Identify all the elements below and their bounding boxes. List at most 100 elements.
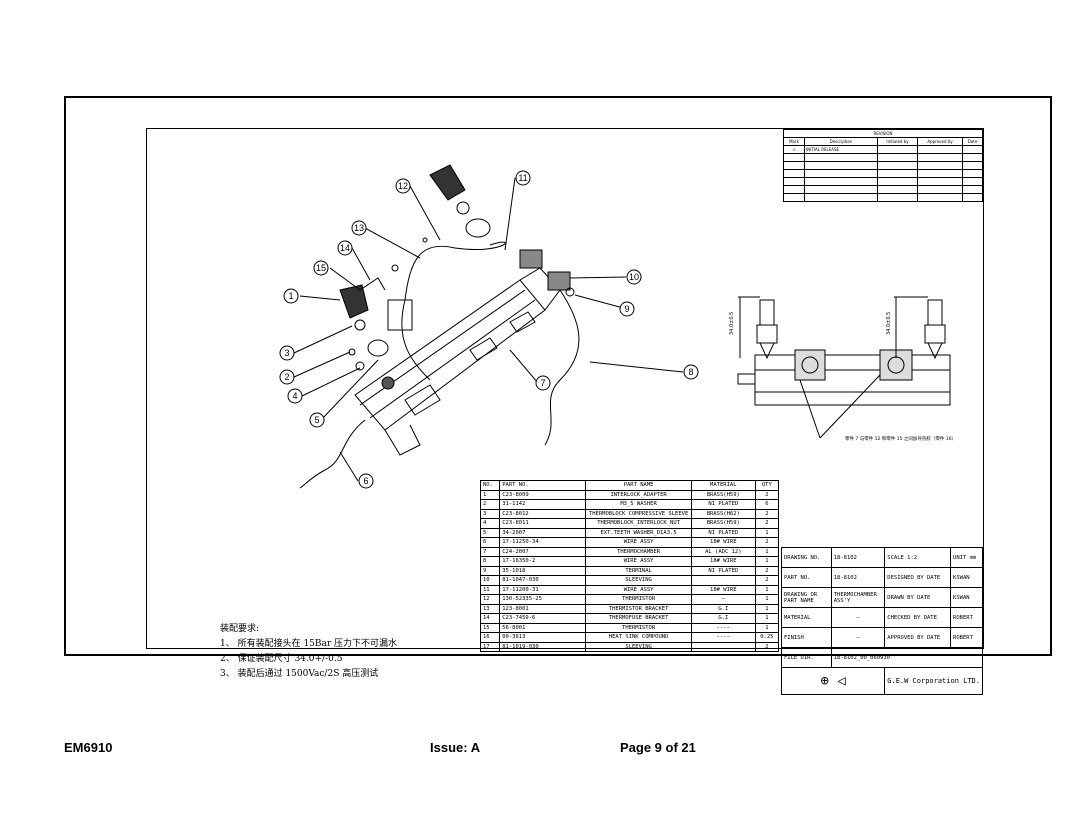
callout-3: 3 <box>284 348 289 358</box>
dimension-right: 34.0±0.5 <box>886 312 892 335</box>
designed-by: KSWAN <box>950 567 983 588</box>
callout-14: 14 <box>340 243 350 253</box>
note-item: 2、 保证装配尺寸 34.0+/-0.5 <box>220 654 343 664</box>
parts-cell: SLEEVING <box>585 575 692 586</box>
parts-cell: 18# WIRE <box>690 556 756 567</box>
parts-cell: 16 <box>479 632 501 643</box>
designed-label: DESIGNED BY DATE <box>884 567 952 588</box>
material-value: — <box>830 607 886 628</box>
parts-cell: THERMISTOR BRACKET <box>585 603 692 614</box>
parts-cell: BRASS(H59) <box>690 518 756 529</box>
parts-cell: 1 <box>754 613 780 624</box>
callout-4: 4 <box>292 391 297 401</box>
notes-heading: 装配要求: <box>220 624 260 634</box>
revision-table: REVISION Mark Description Initialed by A… <box>783 129 983 202</box>
part-no-label: PART NO. <box>781 567 832 588</box>
parts-cell: 2 <box>479 499 501 510</box>
parts-cell: 18# WIRE <box>690 584 756 595</box>
parts-cell: 2 <box>754 537 780 548</box>
parts-cell: THERMOFUSE BRACKET <box>585 613 692 624</box>
file-dir: 18-8102_00_060930 <box>830 647 984 668</box>
parts-header: PART NAME <box>585 480 692 491</box>
parts-cell: 130-52335-25 <box>499 594 587 605</box>
company-name: G.E.W Corporation LTD. <box>884 667 983 695</box>
note-item: 3、 装配后通过 1500Vac/2S 高压测试 <box>220 669 379 679</box>
parts-cell: C23-7459-6 <box>499 613 587 624</box>
parts-cell: 2 <box>754 575 780 586</box>
parts-cell: C23-8012 <box>499 508 587 519</box>
parts-cell <box>690 641 756 652</box>
parts-cell: 35-1018 <box>499 565 587 576</box>
revision-header: Date <box>962 137 983 146</box>
parts-cell: 17-11250-34 <box>499 537 587 548</box>
callout-1: 1 <box>288 291 293 301</box>
callout-10: 10 <box>629 272 639 282</box>
exploded-view-drawing: 12 11 13 14 15 1 3 2 4 5 6 10 9 7 8 <box>279 164 699 489</box>
parts-cell: 81-1019-030 <box>499 641 587 652</box>
parts-cell: EXT.TEETH WASHER_DIA3.5 <box>585 527 692 538</box>
parts-cell: 17 <box>479 641 501 652</box>
document-id: EM6910 <box>64 740 113 755</box>
parts-cell: 1 <box>754 594 780 605</box>
parts-cell: 6 <box>479 537 501 548</box>
parts-cell: THERMISTOR <box>585 622 692 633</box>
parts-cell: 00-3613 <box>499 632 587 643</box>
scale-label: SCALE 1:2 <box>884 547 952 568</box>
parts-cell: 1 <box>479 489 501 500</box>
part-no: 18-8102 <box>830 567 886 588</box>
material-label: MATERIAL <box>781 607 832 628</box>
parts-cell: C23-8009 <box>499 489 587 500</box>
checked-label: CHECKED BY DATE <box>884 607 952 628</box>
parts-cell: 13 <box>479 603 501 614</box>
parts-cell: TERMINAL <box>585 565 692 576</box>
parts-cell: 2 <box>754 565 780 576</box>
parts-cell: NI PLATED <box>690 565 756 576</box>
parts-cell: 11 <box>479 584 501 595</box>
parts-cell: 6 <box>754 499 780 510</box>
callout-15: 15 <box>316 263 326 273</box>
parts-cell: 8 <box>479 556 501 567</box>
parts-cell: 1 <box>754 546 780 557</box>
parts-cell: THERMOBLOCK COMPRESSIVE SLEEVE <box>585 508 692 519</box>
parts-cell: 2 <box>754 508 780 519</box>
drawing-no-label: DRAWING NO. <box>781 547 832 568</box>
parts-cell: HEAT SINK COMPOUND <box>585 632 692 643</box>
parts-cell: — <box>690 594 756 605</box>
revision-header: Approved by <box>917 137 964 146</box>
parts-cell: NI PLATED <box>690 499 756 510</box>
parts-cell: 2 <box>754 489 780 500</box>
revision-header: Description <box>804 137 878 146</box>
parts-cell: 14 <box>479 613 501 624</box>
parts-cell: 1 <box>754 584 780 595</box>
parts-cell: 9 <box>479 565 501 576</box>
finish-label: FINISH <box>781 627 832 648</box>
approved-label: APPROVED BY DATE <box>884 627 952 648</box>
callout-9: 9 <box>624 304 629 314</box>
callout-7: 7 <box>540 378 545 388</box>
parts-header: NO. <box>479 480 501 491</box>
parts-cell: 1 <box>754 603 780 614</box>
revision-header: Mark <box>783 137 805 146</box>
callout-2: 2 <box>284 372 289 382</box>
parts-cell: 2 <box>754 518 780 529</box>
parts-cell: 12 <box>479 594 501 605</box>
parts-cell: INTERLOCK_ADAPTER <box>585 489 692 500</box>
parts-cell: 123-8001 <box>499 603 587 614</box>
parts-cell: BRASS(H59) <box>690 489 756 500</box>
note-item: 1、 所有装配接头在 15Bar 压力下不可漏水 <box>220 639 398 649</box>
parts-header: QTY <box>754 480 780 491</box>
parts-cell: 1 <box>754 556 780 567</box>
parts-cell: G.I <box>690 603 756 614</box>
parts-cell: AL (ADC 12) <box>690 546 756 557</box>
